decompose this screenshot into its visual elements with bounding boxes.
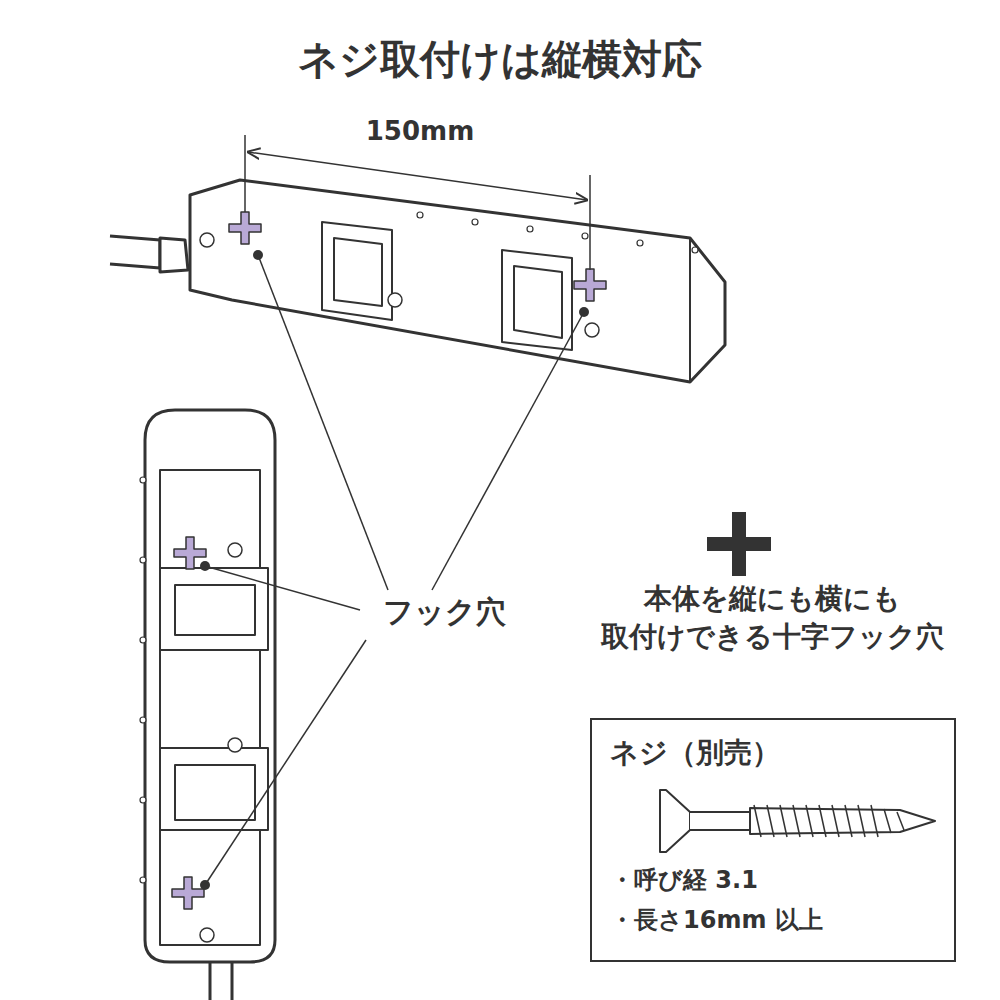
screw-thread xyxy=(754,805,904,837)
plus-symbol xyxy=(707,512,771,576)
power-strip-horizontal xyxy=(110,180,725,382)
side-bumps xyxy=(140,212,698,883)
screw xyxy=(660,790,935,852)
spec-line: ・呼び経 3.1 xyxy=(610,864,936,896)
spec-line: ・長さ16mm 以上 xyxy=(610,904,936,936)
dimension-line xyxy=(245,135,590,270)
leader-line xyxy=(205,255,584,885)
box-heading: ネジ（別売） xyxy=(610,734,936,772)
dimension-label: 150mm xyxy=(366,114,474,149)
note-text: 本体を縦にも横にも 取付けできる十字フック穴 xyxy=(572,580,972,656)
screw-info-box: ネジ（別売） ・呼び経 3.1 ・長さ16mm 以上 xyxy=(590,718,956,962)
title: ネジ取付けは縦横対応 xyxy=(0,32,1000,87)
power-strip-vertical xyxy=(145,410,275,1000)
callout-label: フック穴 xyxy=(379,592,510,633)
